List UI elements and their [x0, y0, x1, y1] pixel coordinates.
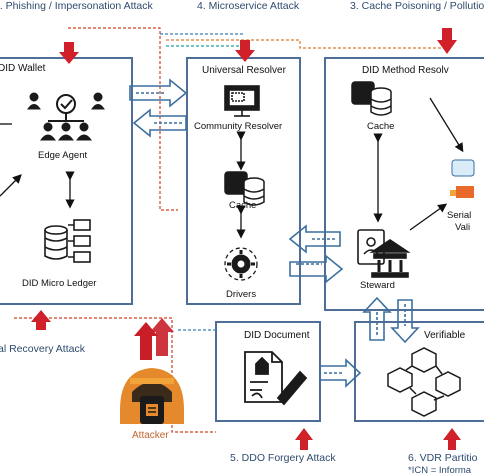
did-document-title: DID Document — [244, 330, 310, 341]
attack-label-cache: 3. Cache Poisoning / Pollutio — [350, 0, 484, 12]
arrow-down-verifiable — [390, 299, 420, 344]
conn-steward-to-serial — [409, 203, 448, 231]
community-resolver-label: Community Resolver — [194, 121, 283, 132]
attack-label-phishing: 1. Phishing / Impersonation Attack — [0, 0, 153, 12]
conn-serial-up — [429, 97, 464, 153]
drivers-label: Drivers — [226, 289, 257, 300]
arrow-steward-to-drivers — [288, 224, 341, 254]
steward-icon — [357, 229, 411, 278]
arrow-drivers-to-steward — [289, 254, 344, 284]
serial-icon — [450, 159, 475, 198]
attack-arrow-phishing — [59, 42, 79, 64]
verifiable-title: Verifiable — [424, 330, 466, 341]
method-cache-label: Cache — [367, 121, 395, 132]
arrow-up-verifiable — [362, 296, 392, 341]
attack-arrow-recovery — [31, 310, 51, 330]
diagram-canvas — [0, 27, 484, 450]
resolver-cache-icon — [224, 171, 265, 206]
attack-arrow-forgery — [295, 428, 313, 450]
flow-line-cache — [166, 39, 446, 49]
resolver-title: Universal Resolver — [202, 65, 286, 76]
attack-label-microservice: 4. Microservice Attack — [197, 0, 300, 12]
arrow-doc-to-verifiable — [319, 358, 362, 388]
wallet-title: DID Wallet — [0, 63, 46, 74]
did-document-icon — [244, 351, 308, 406]
conn-wallet-diag — [0, 174, 22, 197]
attack-label-recovery: al Recovery Attack — [0, 343, 85, 355]
micro-ledger-label: DID Micro Ledger — [22, 278, 97, 289]
attacker-icon — [120, 368, 184, 424]
method-title: DID Method Resolv — [362, 65, 449, 76]
resolver-cache-label: Cache — [229, 200, 257, 211]
serial-label: Serial — [447, 210, 472, 221]
serial-label-2: Vali — [455, 222, 471, 233]
arrow-wallet-to-resolver — [129, 78, 188, 108]
attack-arrow-microservice — [235, 40, 255, 62]
edge-agent-label: Edge Agent — [38, 150, 88, 161]
verifiable-icon — [387, 347, 461, 417]
attacker-arrows — [134, 318, 174, 360]
micro-ledger-icon — [44, 219, 91, 263]
edge-agent-icon — [27, 92, 105, 141]
footnote: *ICN = Informa — [408, 465, 472, 476]
method-cache-icon — [351, 81, 392, 116]
attack-arrow-vdr — [443, 428, 461, 450]
attack-arrow-cache — [437, 28, 457, 54]
attacker-label: Attacker — [132, 430, 169, 441]
attack-label-forgery: 5. DDO Forgery Attack — [230, 452, 336, 464]
drivers-icon — [224, 247, 258, 281]
attack-label-vdr: 6. VDR Partitio — [408, 452, 478, 464]
flow-line-bottom — [14, 317, 216, 433]
flow-line-phishing — [68, 27, 178, 211]
steward-label: Steward — [360, 280, 395, 291]
verifiable-panel — [354, 321, 484, 422]
community-resolver-icon — [224, 85, 260, 117]
arrow-resolver-to-wallet — [132, 108, 187, 138]
